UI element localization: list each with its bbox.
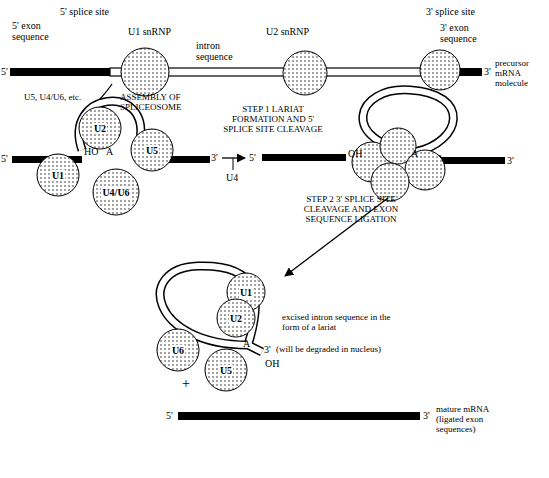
- particle-name: U5: [145, 145, 159, 156]
- annotation-text: STEP 2 3' SPLICE SITE CLEAVAGE AND EXON …: [296, 194, 406, 224]
- annotation-text: 5': [1, 153, 8, 164]
- annotation-text: 3': [507, 155, 514, 166]
- annotation-text: 5': [249, 152, 256, 163]
- particle-name: U6: [171, 345, 185, 356]
- particle-label-area: U4/U6: [92, 168, 140, 216]
- annotation-text: OH: [348, 148, 362, 159]
- annotation-text: A: [106, 146, 113, 157]
- annotation-text: U5, U4/U6, etc.: [24, 92, 81, 102]
- mature-mrna-bar: [178, 412, 420, 420]
- annotation-text: 3': [484, 66, 491, 77]
- snrnp-particle: U4/U6: [92, 168, 140, 216]
- annotation-text: intron sequence: [196, 40, 244, 62]
- particle-name: U1: [239, 287, 253, 298]
- annotation-text: 3': [423, 410, 430, 421]
- annotation-text: A: [243, 338, 250, 349]
- annotation-text: 5': [166, 410, 173, 421]
- snrnp-particle: U1: [36, 153, 80, 197]
- annotation-text: STEP 1 LARIAT FORMATION AND 5' SPLICE SI…: [218, 104, 328, 134]
- particle-name: U2: [229, 313, 243, 324]
- annotation-text: (will be degraded in nucleus): [276, 344, 416, 354]
- snrnp-particle: U2: [216, 298, 256, 338]
- annotation-text: excised intron sequence in the form of a…: [282, 312, 402, 332]
- annotation-text: OH: [265, 358, 279, 369]
- particle-label-area: U5: [204, 348, 248, 392]
- release-line: [233, 158, 234, 170]
- annotation-text: U2 snRNP: [266, 26, 309, 37]
- annotation-text: 3': [264, 344, 271, 355]
- exon-bar: [440, 157, 505, 164]
- particle-name: U1: [51, 170, 65, 181]
- annotation-text: 5' exon sequence: [12, 20, 58, 42]
- snrnp-particle: [352, 128, 445, 201]
- particle-label-area: U2: [216, 298, 256, 338]
- particle-label-area: U5: [130, 128, 174, 172]
- annotation-text: precursor mRNA molecule: [495, 58, 549, 88]
- annotation-text: 3': [211, 152, 218, 163]
- particle-name: U2: [93, 123, 107, 134]
- annotation-text: mature mRNA (ligated exon sequences): [436, 404, 516, 434]
- snrnp-particle: U6: [156, 328, 200, 372]
- annotation-text: U4: [226, 172, 238, 183]
- particle-label-area: U6: [156, 328, 200, 372]
- annotation-text: 3' splice site: [426, 6, 475, 17]
- annotation-text: +: [182, 376, 190, 391]
- annotation-text: ASSEMBLY OF SPLICEOSOME: [120, 92, 215, 112]
- particle-label-area: U1: [36, 153, 80, 197]
- particle-name: U4/U6: [101, 187, 130, 198]
- snrnp-particle: U5: [204, 348, 248, 392]
- annotation-text: U1 snRNP: [128, 26, 171, 37]
- particle-label-area: U2: [78, 106, 122, 150]
- annotation-text: 5': [1, 66, 8, 77]
- exon-bar: [10, 68, 110, 76]
- snrnp-particle: U2: [78, 106, 122, 150]
- annotation-text: 3' exon sequence: [440, 22, 490, 44]
- annotation-text: 5' splice site: [60, 6, 109, 17]
- snrnp-particle: U5: [130, 128, 174, 172]
- annotation-text: A: [411, 148, 418, 159]
- particle-name: U5: [219, 365, 233, 376]
- annotation-text: HO: [84, 146, 98, 157]
- exon-bar: [262, 154, 346, 161]
